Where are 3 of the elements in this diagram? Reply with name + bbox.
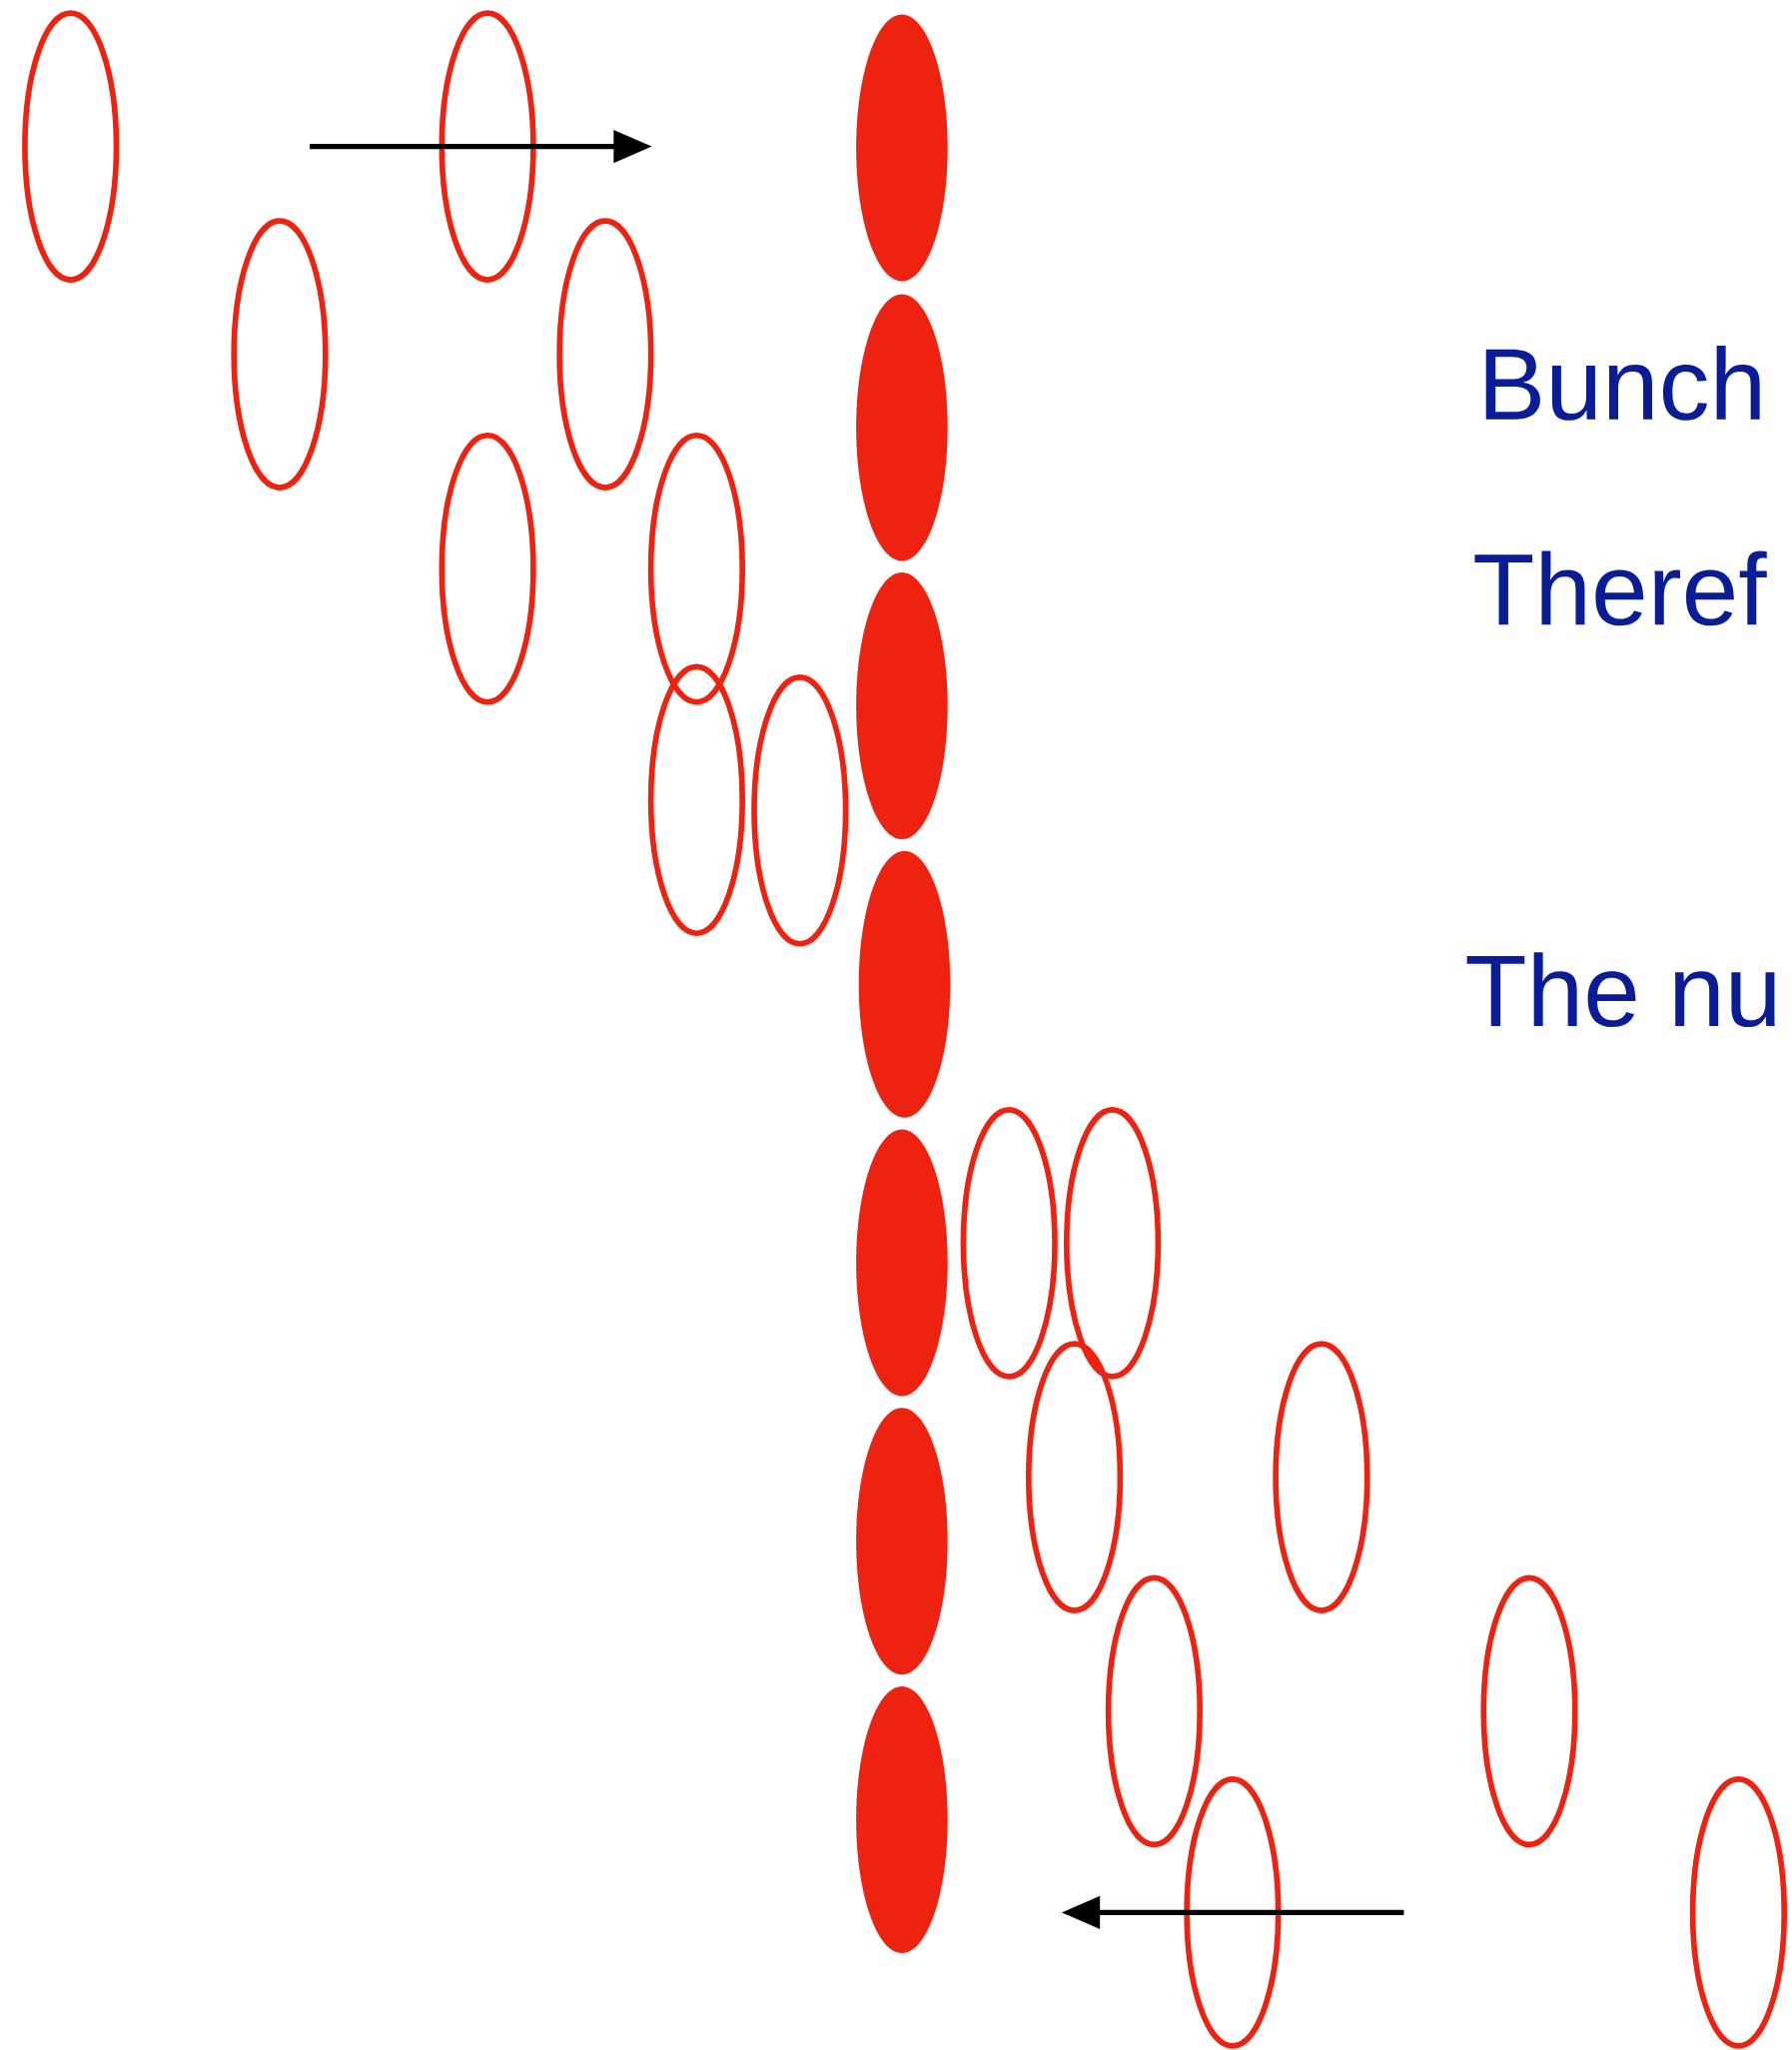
slide-text: Bunch [1485,346,1760,421]
slide-text: Theref [1474,550,1767,626]
slide-text: The nu [1466,952,1775,1028]
